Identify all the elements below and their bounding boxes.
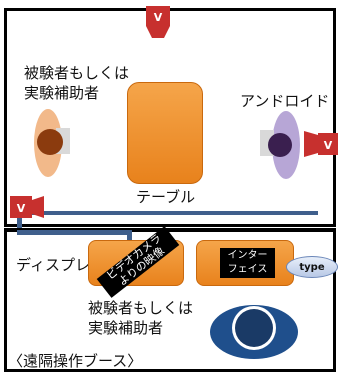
camera-left-body [10, 196, 32, 218]
camera-left-lens [32, 196, 44, 218]
camera-left-icon: V [10, 196, 44, 218]
subject-top-head [37, 129, 63, 155]
table-shape [127, 82, 203, 184]
room-divider [4, 228, 336, 232]
camera-left-label: V [17, 202, 26, 215]
type-bubble: type [286, 256, 338, 278]
table-label: テーブル [136, 188, 196, 206]
camera-top-label: V [154, 11, 163, 24]
camera-top-lens [146, 26, 170, 38]
booth-label: 〈遠隔操作ブース〉 [8, 352, 143, 370]
subject-bottom-label: 被験者もしくは 実験補助者 [88, 299, 194, 337]
android-label: アンドロイド [240, 92, 330, 110]
android-figure-icon [260, 111, 300, 179]
camera-right-lens [304, 131, 318, 157]
display-label: ディスプレイ [16, 256, 105, 274]
camera-right-body [318, 133, 338, 155]
camera-right-icon: V [304, 131, 338, 157]
subject-top-label: 被験者もしくは 実験補助者 [24, 64, 130, 102]
operator-head [235, 309, 273, 347]
camera-cable-vertical [17, 211, 22, 233]
camera-right-label: V [324, 139, 333, 152]
display-cable-horizontal [17, 230, 129, 235]
operator-figure-icon [210, 305, 298, 359]
camera-top-body [146, 6, 170, 26]
camera-top-icon: V [146, 6, 170, 38]
camera-cable-horizontal [17, 211, 318, 215]
interface-label: インター フェイス [220, 248, 275, 278]
subject-top-figure-icon [34, 109, 70, 177]
android-head [268, 133, 292, 157]
remote-booth [4, 232, 336, 372]
